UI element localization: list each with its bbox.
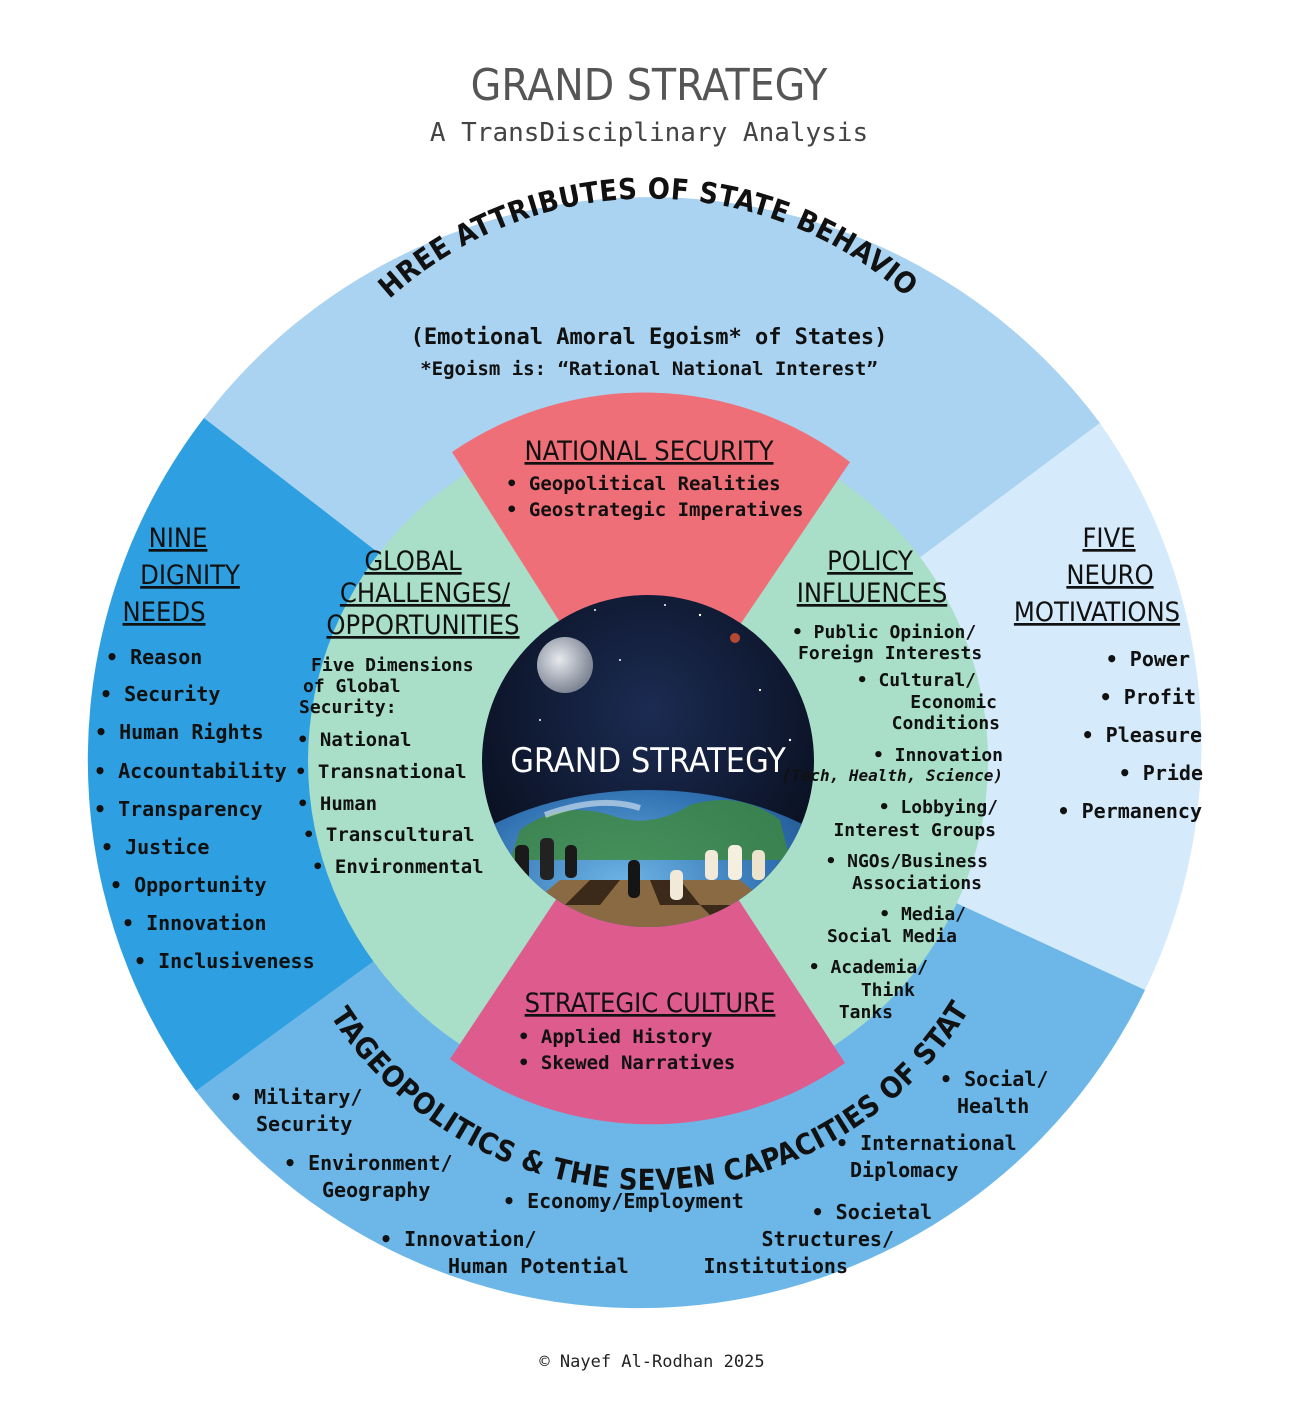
global-item: • Transnational (295, 761, 467, 783)
strategic-culture-heading: STRATEGIC CULTURE (525, 988, 776, 1019)
bottom-item-line: • International (836, 1131, 1017, 1155)
left-item: • Security (100, 682, 220, 706)
right-item: • Profit (1100, 685, 1196, 709)
policy-item-line: • Media/ (879, 904, 966, 925)
policy-item-line: • Cultural/ (857, 670, 976, 691)
right-item: • Power (1106, 647, 1190, 671)
page-title: GRAND STRATEGY (471, 60, 828, 111)
bottom-item-line: Institutions (704, 1254, 849, 1278)
national-security-wedge (452, 392, 850, 761)
earth-moon-chess-image (482, 595, 814, 927)
policy-heading-line: INFLUENCES (797, 578, 948, 609)
global-heading-line: OPPORTUNITIES (326, 610, 519, 641)
policy-item-line: • Innovation (873, 745, 1003, 766)
policy-item-line: Interest Groups (833, 820, 996, 841)
global-item: • Environmental (312, 856, 484, 878)
left-item: • Innovation (122, 911, 267, 935)
strategic-culture-wedge (450, 761, 845, 1125)
policy-item-line: • Lobbying/ (879, 797, 998, 818)
top-text-line2: *Egoism is: “Rational National Interest” (420, 358, 878, 380)
policy-item-line: Social Media (827, 926, 957, 947)
bottom-item-line: • Innovation/ (380, 1227, 537, 1251)
bottom-item-line: Structures/ (762, 1227, 894, 1251)
policy-item-line: • Public Opinion/ (792, 622, 976, 643)
left-item: • Transparency (94, 797, 263, 821)
left-item: • Opportunity (110, 873, 267, 897)
right-heading-line: NEURO (1066, 560, 1153, 591)
policy-item-line: Tanks (839, 1002, 893, 1023)
left-item: • Reason (106, 645, 202, 669)
right-heading-line: MOTIVATIONS (1014, 597, 1180, 628)
global-item: • National (297, 729, 411, 751)
left-item: • Inclusiveness (134, 949, 315, 973)
global-item: • Transcultural (303, 824, 475, 846)
policy-item-line: Economic (910, 692, 997, 713)
national-security-heading: NATIONAL SECURITY (524, 436, 773, 467)
left-heading-line: NINE (149, 523, 208, 554)
copyright-notice: © Nayef Al-Rodhan 2025 (539, 1352, 764, 1372)
bottom-item-line: • Environment/ (284, 1151, 453, 1175)
policy-item-line: • NGOs/Business (825, 851, 988, 872)
national-security-item: • Geopolitical Realities (506, 473, 781, 495)
bottom-item-line: Geography (322, 1178, 430, 1202)
policy-item-line: Foreign Interests (798, 643, 982, 664)
global-heading-line: CHALLENGES/ (340, 578, 511, 609)
national-security-item: • Geostrategic Imperatives (506, 499, 803, 521)
right-item: • Permanency (1058, 799, 1203, 823)
right-item: • Pleasure (1082, 723, 1202, 747)
bottom-item-line: • Military/ (230, 1085, 362, 1109)
global-heading-line: GLOBAL (364, 546, 462, 577)
bottom-item-line: • Social/ (940, 1067, 1048, 1091)
center-label: GRAND STRATEGY (510, 741, 786, 781)
bottom-item-line: Human Potential (448, 1254, 629, 1278)
bottom-item-line: Health (957, 1094, 1029, 1118)
left-item: • Human Rights (95, 720, 264, 744)
policy-item-line: Think (861, 980, 915, 1001)
left-heading-line: DIGNITY (140, 560, 240, 591)
global-intro-line: Five Dimensions (311, 655, 474, 676)
policy-item-line: (Tech, Health, Science) (781, 766, 1003, 785)
global-item: • Human (297, 793, 377, 815)
left-heading-line: NEEDS (123, 597, 206, 628)
right-item: • Pride (1119, 761, 1203, 785)
global-intro-line: of Global (303, 676, 401, 697)
right-heading-line: FIVE (1082, 523, 1135, 554)
left-item: • Accountability (94, 759, 287, 783)
bottom-item-line: Diplomacy (850, 1158, 958, 1182)
bottom-item-line: Security (256, 1112, 352, 1136)
policy-item-line: Associations (852, 873, 982, 894)
bottom-item-line: • Societal (812, 1200, 932, 1224)
page-subtitle: A TransDisciplinary Analysis (430, 118, 868, 148)
policy-item-line: Conditions (892, 713, 1000, 734)
strategic-culture-item: • Skewed Narratives (518, 1052, 735, 1074)
strategic-culture-item: • Applied History (518, 1026, 712, 1048)
policy-item-line: • Academia/ (809, 957, 928, 978)
policy-heading-line: POLICY (827, 546, 913, 577)
bottom-item-line: • Economy/Employment (503, 1189, 744, 1213)
top-text-line1: (Emotional Amoral Egoism* of States) (411, 325, 888, 350)
global-intro-line: Security: (299, 697, 397, 718)
left-item: • Justice (101, 835, 209, 859)
